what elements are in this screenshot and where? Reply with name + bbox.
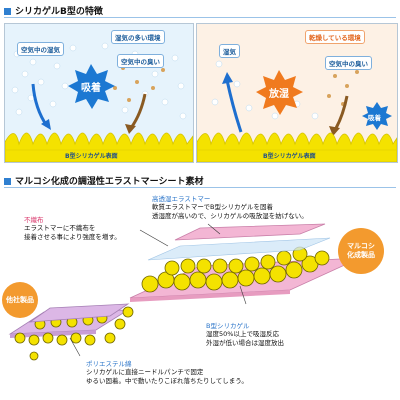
badge-marukoshi-product: マルコシ化成製品 (338, 228, 384, 274)
odor-dots (113, 66, 165, 102)
burst-label-release: 放湿 (269, 89, 289, 100)
leader-lines (69, 223, 247, 357)
tag-air-odor-right: 空気中の臭い (325, 56, 372, 70)
bullet-square-icon (4, 178, 11, 185)
burst-label-adsorb: 吸着 (81, 83, 101, 94)
note-polyester-title: ポリエステル綿 (86, 360, 132, 368)
note-nonwoven-line-2: 接着させる事により強度を増す。 (24, 233, 121, 241)
burst-label-small-adsorb: 吸着 (368, 114, 381, 122)
note-silica-gel: B型シリカゲル 湿度50%以上で吸湿反応 外湿が低い場合は湿度放出 (206, 320, 284, 348)
small-adsorb-burst-shape (362, 102, 392, 130)
bullet-square-icon (4, 8, 11, 15)
badge-other-product: 他社製品 (2, 282, 38, 318)
note-elastomer-title: 高透湿エラストマー (152, 195, 211, 203)
tag-air-moisture: 空気中の湿気 (17, 42, 64, 56)
section-title-silica-features: シリカゲルB型の特徴 (4, 4, 103, 17)
section-title-text: マルコシ化成の調湿性エラストマーシート素材 (15, 177, 204, 187)
note-silica-title: B型シリカゲル (206, 322, 250, 330)
note-nonwoven-title: 不織布 (24, 216, 44, 224)
tag-air-odor: 空気中の臭い (117, 54, 164, 68)
tag-moisture: 湿気 (219, 44, 240, 58)
humid-illustration (5, 24, 193, 162)
surface-label-right: B型シリカゲル表面 (263, 153, 316, 160)
panel-dry-environment: 乾燥している環境 湿気 空気中の臭い 放湿 吸着 B型シリカゲル表面 (196, 23, 398, 163)
elastomer-layer-shape (147, 237, 331, 261)
material-diagram (8, 223, 361, 361)
note-elastomer-line-2: 透湿度が高いので、シリカゲルの吸放湿を妨げない。 (152, 212, 308, 220)
note-silica-line-2: 外湿が低い場合は湿度放出 (206, 339, 284, 347)
note-silica-line-1: 湿度50%以上で吸湿反応 (206, 330, 279, 338)
dry-illustration (197, 24, 397, 162)
note-polyester: ポリエステル綿 シリカゲルに直接ニードルパンチで固定 ゆるい固着。中で動いたりこ… (86, 358, 248, 386)
note-elastomer: 高透湿エラストマー 軟質エラストマーでB型シリカゲルを固着 透湿度が高いので、シ… (152, 193, 308, 221)
note-polyester-line-2: ゆるい固着。中で動いたりこぼれ落ちたりしてしまう。 (86, 377, 248, 385)
panel-humid-environment: 湿気の多い環境 空気中の湿気 空気中の臭い 吸着 B型シリカゲル表面 (4, 23, 194, 163)
divider (4, 187, 396, 188)
tag-dry-environment: 乾燥している環境 (305, 30, 365, 44)
section-title-text: シリカゲルB型の特徴 (15, 7, 103, 17)
note-nonwoven: 不織布 エラストマーに不織布を 接着させる事により強度を増す。 (24, 214, 121, 242)
divider (4, 17, 396, 18)
tag-humid-environment: 湿気の多い環境 (111, 30, 165, 44)
note-nonwoven-line-1: エラストマーに不織布を (24, 224, 96, 232)
silica-gel-beads (141, 246, 330, 293)
note-polyester-line-1: シリカゲルに直接ニードルパンチで固定 (86, 368, 204, 376)
surface-label-left: B型シリカゲル表面 (65, 153, 118, 160)
adsorb-burst-shape (68, 64, 115, 109)
section-title-elastomer-sheet: マルコシ化成の調湿性エラストマーシート素材 (4, 174, 203, 187)
note-elastomer-line-1: 軟質エラストマーでB型シリカゲルを固着 (152, 203, 273, 211)
release-burst-shape (256, 70, 303, 115)
moisture-dots (211, 60, 319, 120)
